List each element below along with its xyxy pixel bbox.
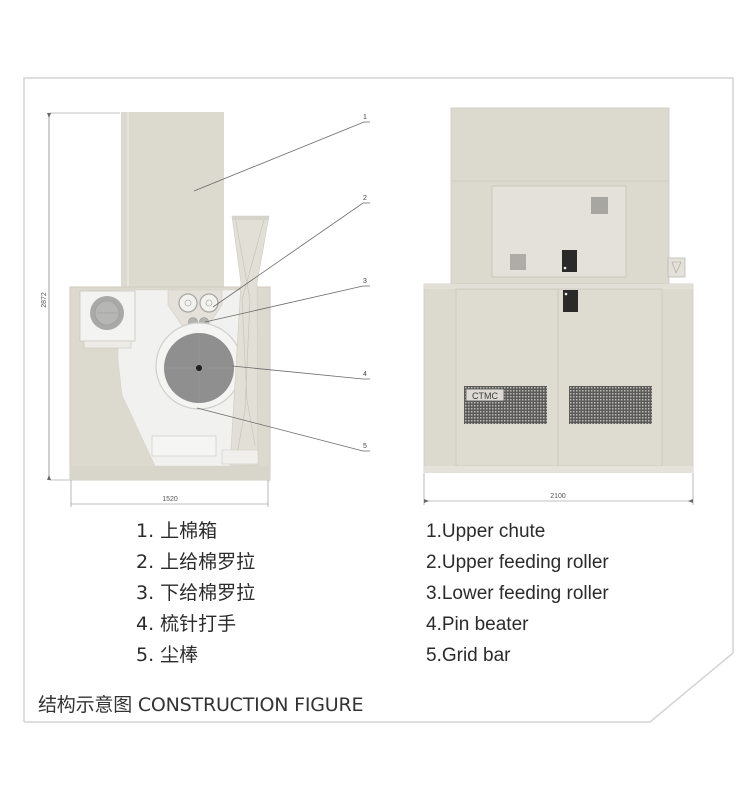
callout-2: 2: [363, 195, 367, 202]
legend-item: 1. 上棉箱: [136, 520, 218, 542]
callout-numbers: 1 2 3 4 5: [363, 114, 367, 450]
legend-item: 3.Lower feeding roller: [426, 583, 609, 604]
legend-chinese: 1. 上棉箱 2. 上给棉罗拉 3. 下给棉罗拉 4. 梳针打手 5. 尘棒: [136, 516, 255, 671]
callout-3: 3: [363, 278, 367, 285]
brand-badge: [465, 388, 505, 402]
side-fitting: [667, 257, 686, 278]
legend-item: 1.Upper chute: [426, 521, 546, 542]
legend-item: 4. 梳针打手: [136, 613, 237, 635]
width-dimension-front: 2100: [423, 473, 694, 505]
vent-square-1: [591, 197, 608, 214]
brand-label: CTMC: [472, 391, 498, 401]
side-chute: [229, 215, 270, 467]
height-dimension-label: 2872: [41, 292, 48, 308]
grid-bar-box: [151, 435, 217, 457]
lower-door-right: [557, 288, 663, 467]
base-plate: [221, 449, 259, 465]
figure-caption: 结构示意图 CONSTRUCTION FIGURE: [38, 694, 364, 716]
width-dimension-side: 1520: [70, 480, 269, 507]
vent-square-2: [510, 254, 526, 270]
width-dimension-side-label: 1520: [162, 496, 178, 503]
motor-housing: [79, 290, 136, 349]
legend-item: 2.Upper feeding roller: [426, 552, 609, 573]
legend-item: 5. 尘棒: [136, 644, 199, 666]
side-view: 2872: [41, 112, 370, 507]
legend-item: 5.Grid bar: [426, 645, 511, 666]
vent-grid-right: [569, 386, 652, 424]
control-box-upper: [562, 250, 577, 272]
legend-item: 3. 下给棉罗拉: [136, 582, 256, 604]
callout-4: 4: [363, 371, 367, 378]
legend-english: 1.Upper chute 2.Upper feeding roller 3.L…: [426, 516, 609, 671]
upper-chute: [121, 112, 224, 287]
callout-1: 1: [363, 114, 367, 121]
front-view: CTMC 2100: [423, 107, 694, 505]
legend-item: 4.Pin beater: [426, 614, 529, 635]
legend-item: 2. 上给棉罗拉: [136, 551, 256, 573]
height-dimension: 2872: [41, 112, 120, 481]
pin-beater: [155, 322, 243, 410]
callout-5: 5: [363, 443, 367, 450]
lower-door-left: [455, 288, 559, 467]
control-box-lower: [563, 290, 578, 312]
upper-feeding-rollers: [178, 293, 219, 313]
width-dimension-front-label: 2100: [550, 493, 566, 500]
callout-lines: [193, 121, 370, 452]
